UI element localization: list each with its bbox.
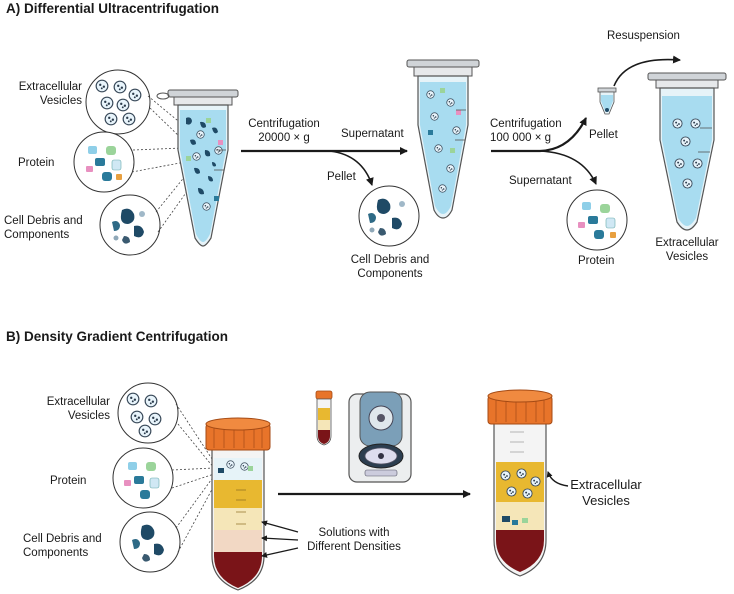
label-debris-b: Cell Debris and Components xyxy=(23,533,102,559)
tube-a2 xyxy=(406,59,480,219)
label-supernatant-1: Supernatant xyxy=(341,128,404,140)
centrifuge xyxy=(348,391,412,483)
layer-pointer-arrows xyxy=(261,520,299,558)
label-supernatant-2: Supernatant xyxy=(509,175,572,187)
pellet-debris-circle xyxy=(358,185,420,247)
protein-magnifier-b xyxy=(112,447,174,509)
label-protein-result: Protein xyxy=(578,255,615,267)
label-final-ev-b: Extracellular Vesicles xyxy=(570,477,642,508)
label-protein-a: Protein xyxy=(18,157,55,169)
section-b-title: B) Density Gradient Centrifugation xyxy=(6,329,229,344)
supernatant-protein-circle xyxy=(566,189,628,251)
section-a-title: A) Differential Ultracentrifugation xyxy=(6,1,220,16)
ev-magnifier-b xyxy=(117,382,179,444)
small-falcon-tube xyxy=(315,390,333,446)
label-pellet-1: Pellet xyxy=(327,171,356,183)
debris-magnifier-b xyxy=(119,511,181,573)
arrow-step1 xyxy=(241,147,408,186)
arrow-step2 xyxy=(491,55,681,185)
label-debris-a: Cell Debris and Components xyxy=(4,215,83,241)
tube-a3 xyxy=(647,72,727,231)
debris-magnifier-a xyxy=(99,194,161,256)
label-centrifugation-20000: Centrifugation 20000 × g xyxy=(248,118,320,144)
label-protein-b: Protein xyxy=(50,475,87,487)
protein-magnifier-a xyxy=(73,131,135,193)
tube-a1 xyxy=(156,89,239,247)
label-solutions: Solutions with Different Densities xyxy=(307,527,401,553)
label-final-ev-a: Extracellular Vesicles xyxy=(655,237,719,263)
tube-b2 xyxy=(487,389,553,577)
label-centrifugation-100000: Centrifugation 100 000 × g xyxy=(490,118,562,144)
label-pellet-2: Pellet xyxy=(589,129,618,141)
label-pellet-debris: Cell Debris and Components xyxy=(350,254,430,280)
label-ev-b: Extracellular Vesicles xyxy=(46,396,110,422)
magnifier-connectors-b xyxy=(171,403,217,553)
label-resuspension: Resuspension xyxy=(607,30,680,42)
tube-b1 xyxy=(205,417,271,591)
label-ev-a: Extracellular Vesicles xyxy=(18,81,82,107)
magnifier-connectors-a xyxy=(131,95,189,233)
small-pellet-tube xyxy=(597,87,617,115)
ev-magnifier-a xyxy=(85,69,151,135)
final-ev-pointer xyxy=(546,471,569,487)
